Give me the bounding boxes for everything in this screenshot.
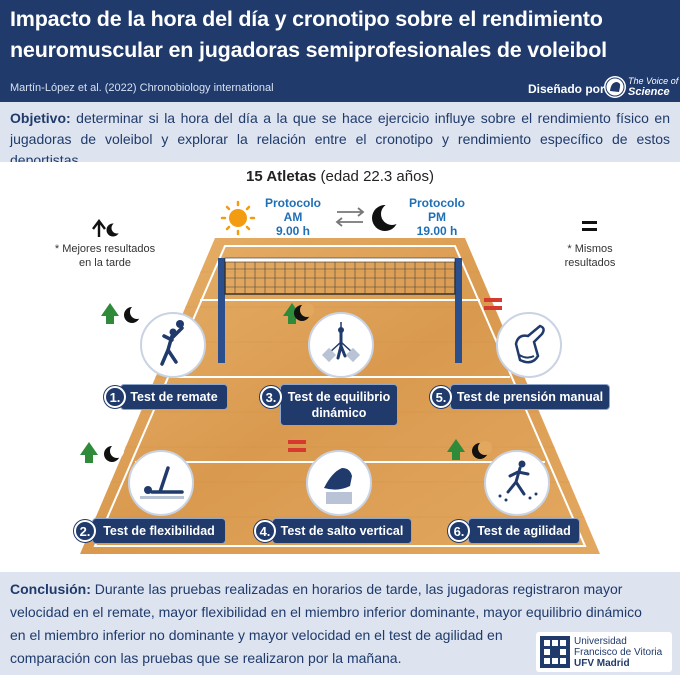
objective-label: Objetivo: [10,110,71,126]
legend-same-icon [582,221,597,231]
balance-illustration [308,312,374,378]
conclusion-line-2: velocidad en el remate, mayor flexibilid… [10,604,642,620]
agility-illustration [484,450,550,516]
swap-arrows-icon [335,207,365,227]
result-same-icon [484,298,502,310]
test-label-balance: Test de equilibrio dinámico [280,384,398,426]
result-better-icon [283,303,314,324]
test-label-agility: Test de agilidad [468,518,580,544]
protocol-pm: Protocolo PM 19.00 h [409,196,465,238]
test-number-5: 5. [430,386,452,408]
conclusion-line-4: comparación con las pruebas que se reali… [10,650,402,666]
athletes-count: 15 Atletas (edad 22.3 años) [246,168,434,185]
grip-illustration [496,312,562,378]
objective-panel: Objetivo: determinar si la hora del día … [0,102,680,168]
test-number-6: 6. [448,520,470,542]
net-post-left [218,258,225,363]
jump-illustration [306,450,372,516]
court-diagram: 15 Atletas (edad 22.3 años) Protocolo AM… [0,162,680,572]
net-post-right [455,258,462,363]
sun-icon [220,200,256,236]
university-logo-icon [540,636,570,668]
test-label-flexibility: Test de flexibilidad [92,518,226,544]
legend-better-note: * Mejores resultados en la tarde [54,243,156,269]
brand-text: The Voice of Science [628,76,679,98]
citation: Martín-López et al. (2022) Chronobiology… [10,82,274,94]
result-better-icon [80,442,124,463]
conclusion-label: Conclusión: [10,581,91,597]
header-banner: Impacto de la hora del día y cronotipo s… [0,0,680,102]
university-name: Universidad Francisco de Vitoria UFV Mad… [574,636,663,669]
conclusion-line-3: en el miembro inferior no dominante y ma… [10,627,503,643]
protocol-am: Protocolo AM 9.00 h [265,196,321,238]
result-better-icon [101,303,144,324]
objective-text: determinar si la hora del día a la que s… [10,110,670,168]
brand-logo-icon [604,76,626,98]
test-label-spike: Test de remate [120,384,228,410]
result-same-icon [288,440,306,452]
moon-icon [372,203,403,231]
test-number-1: 1. [104,386,126,408]
test-number-3: 3. [260,386,282,408]
test-number-2: 2. [74,520,96,542]
test-number-4: 4. [254,520,276,542]
legend-same-note: * Mismos resultados [564,243,616,269]
designed-by-label: Diseñado por [528,82,605,96]
spike-illustration [140,312,206,378]
legend-better-icon [92,219,123,237]
page-title: Impacto de la hora del día y cronotipo s… [10,7,607,62]
result-better-icon [447,439,492,460]
conclusion-line-1: Durante las pruebas realizadas en horari… [94,581,623,597]
flexibility-illustration [128,450,194,516]
test-label-jump: Test de salto vertical [272,518,412,544]
test-label-grip: Test de prensión manual [450,384,610,410]
